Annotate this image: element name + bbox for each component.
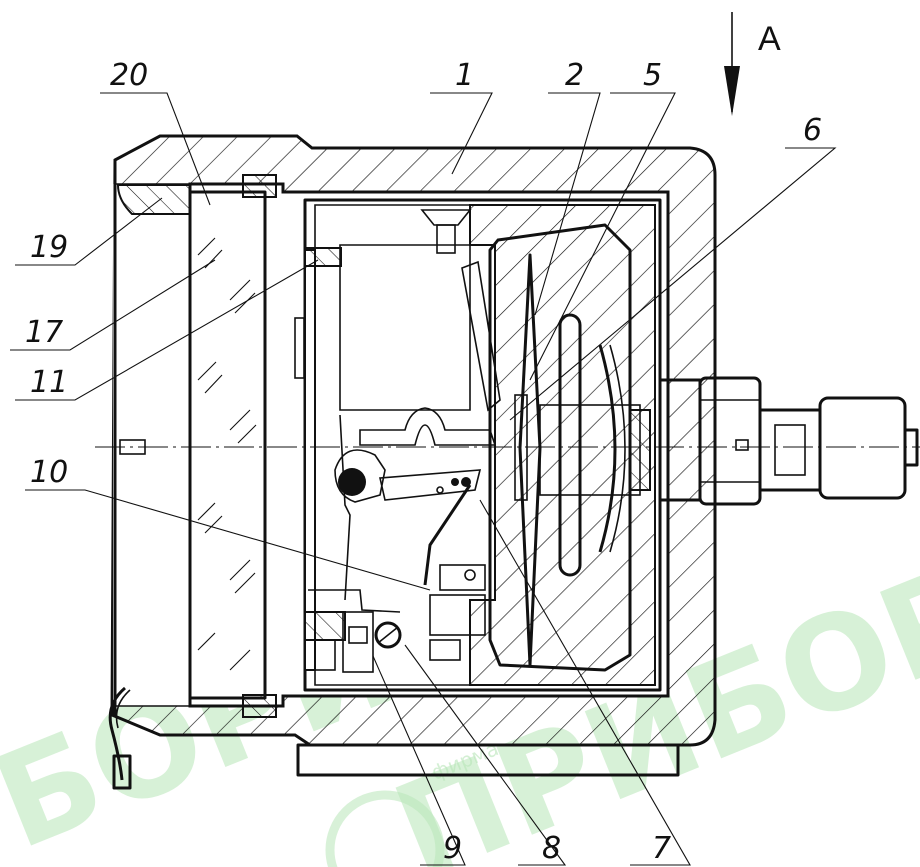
callout-19: 19: [30, 230, 68, 265]
watermark-logo: [325, 790, 445, 867]
callout-8: 8: [542, 831, 561, 866]
callout-1: 1: [455, 58, 474, 93]
callouts: 1 2 5 6 7 8 9 10 11 17 19 20: [25, 58, 822, 866]
callout-11: 11: [30, 365, 68, 400]
pointer-stub: [119, 439, 146, 455]
capsule-chamber-hatch: [469, 204, 656, 686]
callout-9: 9: [443, 831, 462, 866]
leader-lines: [10, 92, 837, 866]
mechanism: [304, 209, 501, 673]
view-label: A: [758, 20, 781, 58]
glass: [188, 174, 277, 718]
base-plate: [296, 743, 680, 777]
callout-10: 10: [30, 455, 68, 490]
view-arrow: A: [724, 12, 781, 116]
cable: [108, 686, 132, 790]
membrane: [514, 253, 651, 667]
callout-20: 20: [110, 58, 148, 93]
callout-17: 17: [25, 315, 63, 350]
callout-5: 5: [643, 58, 662, 93]
callout-2: 2: [565, 58, 584, 93]
front-opening: [113, 184, 191, 706]
bezel-ring: [116, 184, 191, 215]
pressure-fitting: [658, 376, 919, 506]
callout-7: 7: [652, 831, 671, 866]
callout-6: 6: [803, 113, 822, 148]
